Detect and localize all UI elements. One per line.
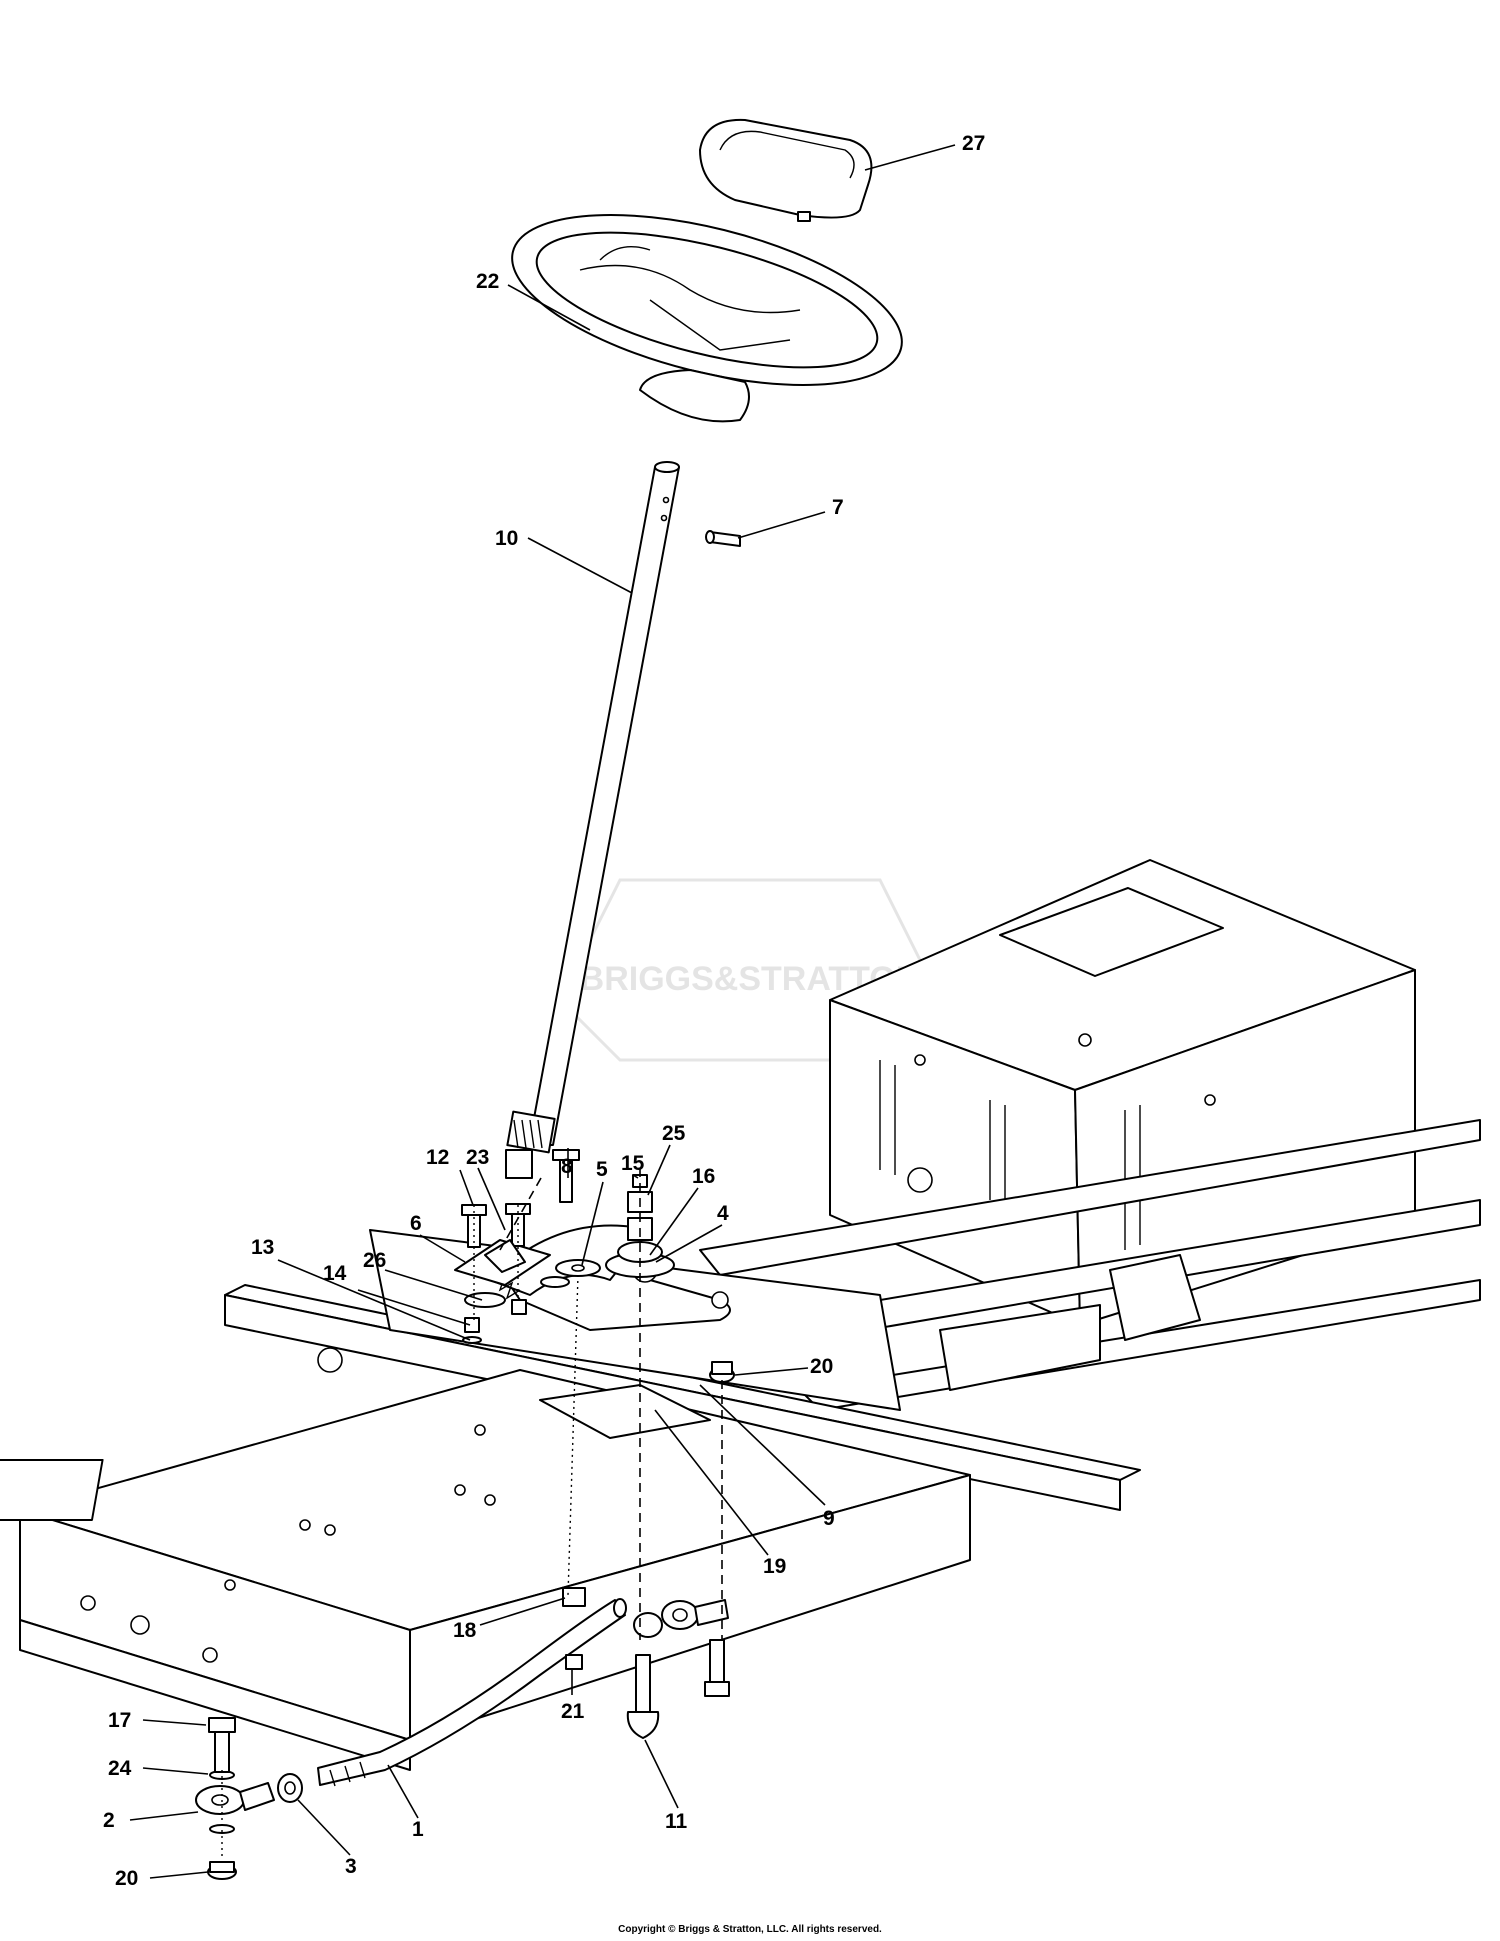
- callout-8: 8: [561, 1155, 573, 1178]
- nut-upper: [709, 1361, 735, 1383]
- assembly-lines: [221, 1168, 723, 1860]
- callout-24: 24: [108, 1757, 132, 1780]
- steering-cap: [699, 118, 873, 222]
- callout-12: 12: [426, 1146, 449, 1169]
- callout-6: 6: [410, 1212, 422, 1235]
- callout-15: 15: [621, 1152, 645, 1175]
- callout-13: 13: [251, 1236, 274, 1259]
- copyright-notice: Copyright © Briggs & Stratton, LLC. All …: [618, 1924, 882, 1935]
- callout-1: 1: [412, 1818, 424, 1841]
- callout-14: 14: [323, 1262, 347, 1285]
- roll-pin: [705, 530, 741, 547]
- callout-23: 23: [466, 1146, 489, 1169]
- leader-lines: [129, 144, 956, 1879]
- callout-25: 25: [662, 1122, 686, 1145]
- callout-20-lower: 20: [115, 1867, 138, 1890]
- callout-4: 4: [717, 1202, 729, 1225]
- callout-9: 9: [823, 1507, 835, 1530]
- steering-shaft: [505, 461, 680, 1179]
- tie-rod: [317, 1598, 627, 1787]
- callout-5: 5: [596, 1158, 608, 1181]
- steering-wheel: [511, 214, 903, 423]
- chassis-rails: [699, 1119, 1481, 1411]
- callout-17: 17: [108, 1709, 131, 1732]
- callout-10: 10: [495, 527, 518, 550]
- callout-26: 26: [363, 1249, 386, 1272]
- callout-16: 16: [692, 1165, 715, 1188]
- callout-18: 18: [453, 1619, 477, 1642]
- carriage-bolt: [626, 1654, 660, 1739]
- callout-3: 3: [345, 1855, 357, 1878]
- rod-ends: [195, 1587, 730, 1880]
- callout-7: 7: [832, 496, 844, 519]
- callout-2: 2: [103, 1809, 115, 1832]
- callouts: 27 22 7 10 12 23 8 5 15 25 16 4 6 26 14 …: [103, 132, 985, 1890]
- callout-11: 11: [665, 1810, 688, 1833]
- chassis-frame-right: [829, 859, 1416, 1326]
- callout-20-upper: 20: [810, 1355, 833, 1378]
- callout-21: 21: [561, 1700, 585, 1723]
- callout-27: 27: [962, 132, 985, 155]
- callout-22: 22: [476, 270, 499, 293]
- callout-19: 19: [763, 1555, 786, 1578]
